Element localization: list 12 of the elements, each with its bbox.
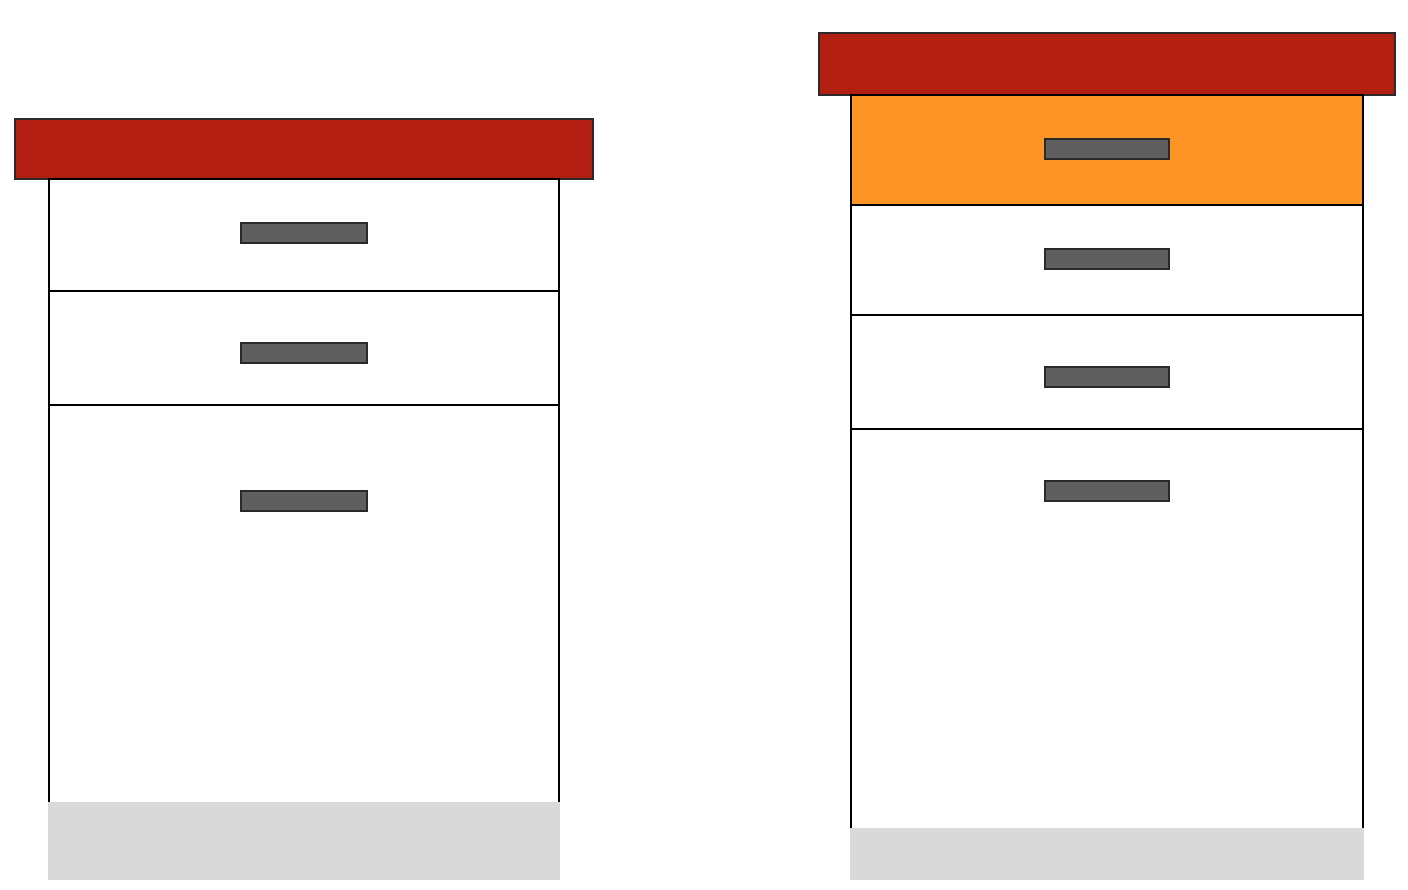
countertop <box>14 118 594 180</box>
drawer-handle <box>1044 248 1170 270</box>
cabinet-base <box>48 802 560 880</box>
drawer-handle <box>240 222 368 244</box>
countertop <box>818 32 1396 96</box>
drawer-handle <box>240 342 368 364</box>
drawer-handle <box>1044 138 1170 160</box>
drawer-handle <box>1044 366 1170 388</box>
cabinet-base <box>850 828 1364 880</box>
drawer-handle <box>240 490 368 512</box>
drawer-handle <box>1044 480 1170 502</box>
drawer <box>850 94 1364 206</box>
